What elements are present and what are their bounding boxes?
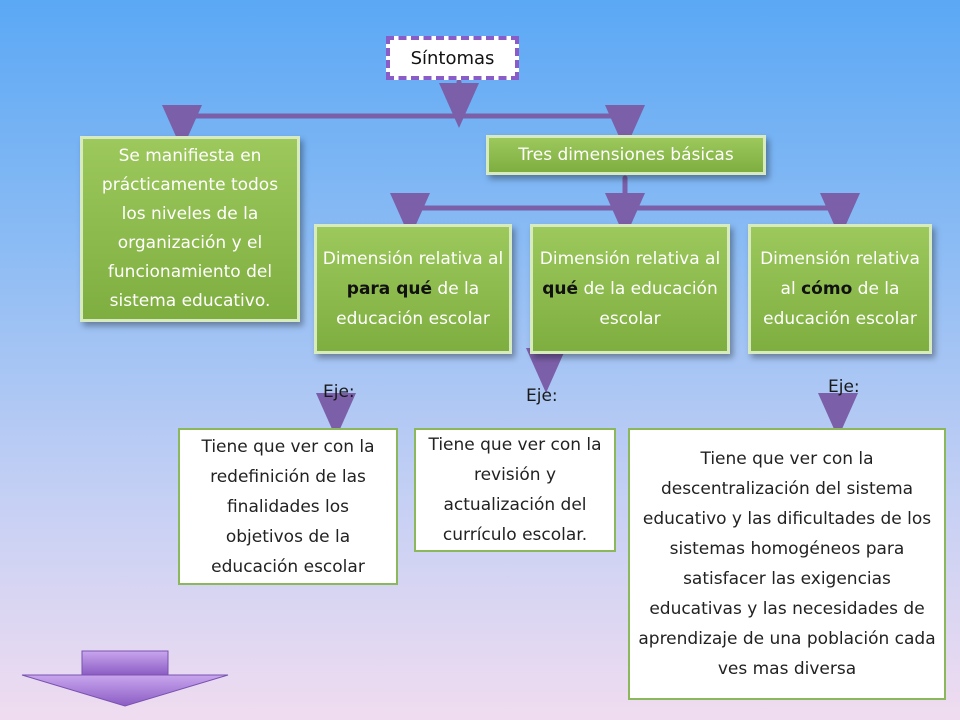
eje-label-3: Eje: [828,377,860,397]
eje-label-1: Eje: [323,382,355,402]
dimension-box-para-que: Dimensión relativa al para qué de la edu… [314,224,512,354]
root-label: Síntomas [410,47,495,69]
dimension-box-como: Dimensión relativa al cómo de la educaci… [748,224,932,354]
three-dimensions-box: Tres dimensiones básicas [486,135,766,175]
axis-box-3: Tiene que ver con la descentralización d… [628,428,946,700]
axis-text-3: Tiene que ver con la descentralización d… [638,449,936,679]
dimension-text-2: Dimensión relativa al qué de la educació… [539,249,721,329]
symptom-description-text: Se manifiesta en prácticamente todos los… [101,146,279,311]
symptom-description-box: Se manifiesta en prácticamente todos los… [80,136,300,322]
eje-label-2: Eje: [526,386,558,406]
axis-box-1: Tiene que ver con la redefinición de las… [178,428,398,585]
three-dimensions-label: Tres dimensiones básicas [518,145,734,165]
connector-root-branch [179,113,628,133]
dimension-box-que: Dimensión relativa al qué de la educació… [530,224,730,354]
axis-text-2: Tiene que ver con la revisión y actualiz… [428,435,602,545]
root-node: Síntomas [386,36,519,80]
axis-text-1: Tiene que ver con la redefinición de las… [201,436,375,577]
dimension-text-3: Dimensión relativa al cómo de la educaci… [760,249,920,329]
dimension-text-1: Dimensión relativa al para qué de la edu… [322,249,504,329]
axis-box-2: Tiene que ver con la revisión y actualiz… [414,428,616,552]
